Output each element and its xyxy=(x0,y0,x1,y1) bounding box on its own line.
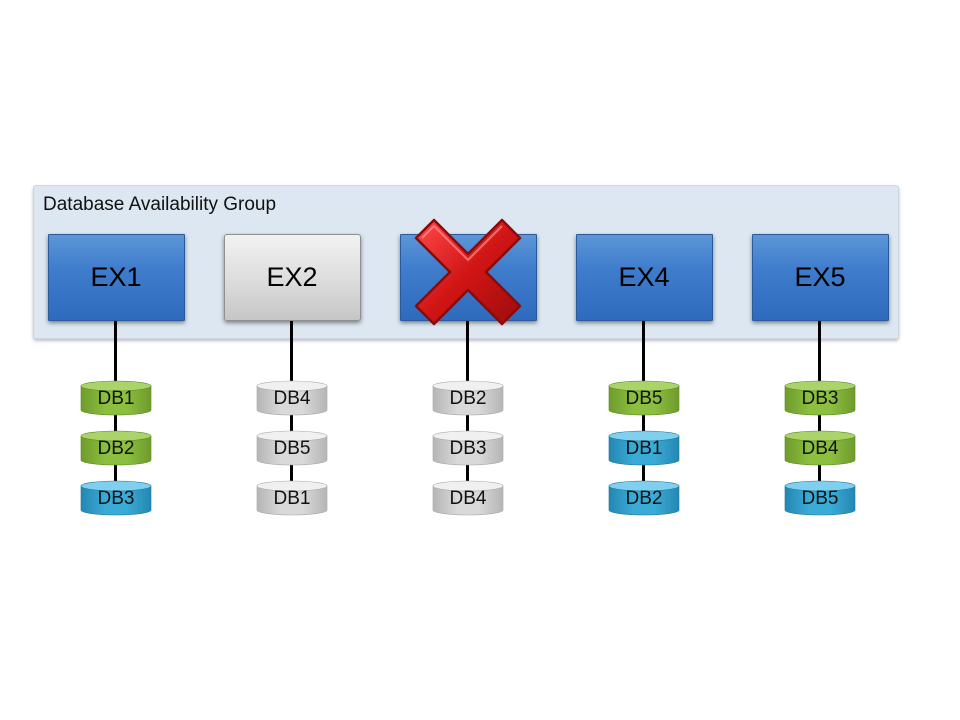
database-label: DB2 xyxy=(625,488,663,509)
server-label: EX2 xyxy=(266,262,318,292)
database-label: DB2 xyxy=(97,438,135,459)
database-cylinder-active: DB1 xyxy=(80,380,152,416)
database-cylinder-active: DB3 xyxy=(784,380,856,416)
database-label: DB3 xyxy=(801,388,839,409)
database-cylinder-active: DB5 xyxy=(608,380,680,416)
database-cylinder-offline: DB1 xyxy=(256,480,328,516)
database-label: DB3 xyxy=(449,438,487,459)
dag-group-title: Database Availability Group xyxy=(43,194,277,215)
server-label: EX4 xyxy=(618,262,670,292)
server-label: EX5 xyxy=(794,262,846,292)
database-label: DB1 xyxy=(273,488,311,509)
database-label: DB1 xyxy=(625,438,663,459)
database-cylinder-passive: DB1 xyxy=(608,430,680,466)
database-cylinder-active: DB4 xyxy=(784,430,856,466)
server-node-5: EX5 xyxy=(751,234,889,321)
database-cylinder-passive: DB5 xyxy=(784,480,856,516)
server-label: EX1 xyxy=(90,262,142,292)
database-cylinder-active: DB2 xyxy=(80,430,152,466)
database-label: DB1 xyxy=(97,388,135,409)
server-node-2: EX2 xyxy=(223,234,361,321)
database-cylinder-passive: DB2 xyxy=(608,480,680,516)
database-label: DB4 xyxy=(801,438,839,459)
database-label: DB5 xyxy=(625,388,663,409)
database-cylinder-passive: DB3 xyxy=(80,480,152,516)
database-label: DB2 xyxy=(449,388,487,409)
database-cylinder-offline: DB5 xyxy=(256,430,328,466)
database-label: DB5 xyxy=(273,438,311,459)
server-node-1: EX1 xyxy=(47,234,185,321)
database-label: DB5 xyxy=(801,488,839,509)
database-label: DB4 xyxy=(273,388,311,409)
database-label: DB4 xyxy=(449,488,487,509)
database-cylinder-offline: DB4 xyxy=(432,480,504,516)
server-node-4: EX4 xyxy=(575,234,713,321)
database-cylinder-offline: DB3 xyxy=(432,430,504,466)
red-x-icon xyxy=(408,214,528,330)
database-cylinder-offline: DB4 xyxy=(256,380,328,416)
database-cylinder-offline: DB2 xyxy=(432,380,504,416)
database-label: DB3 xyxy=(97,488,135,509)
